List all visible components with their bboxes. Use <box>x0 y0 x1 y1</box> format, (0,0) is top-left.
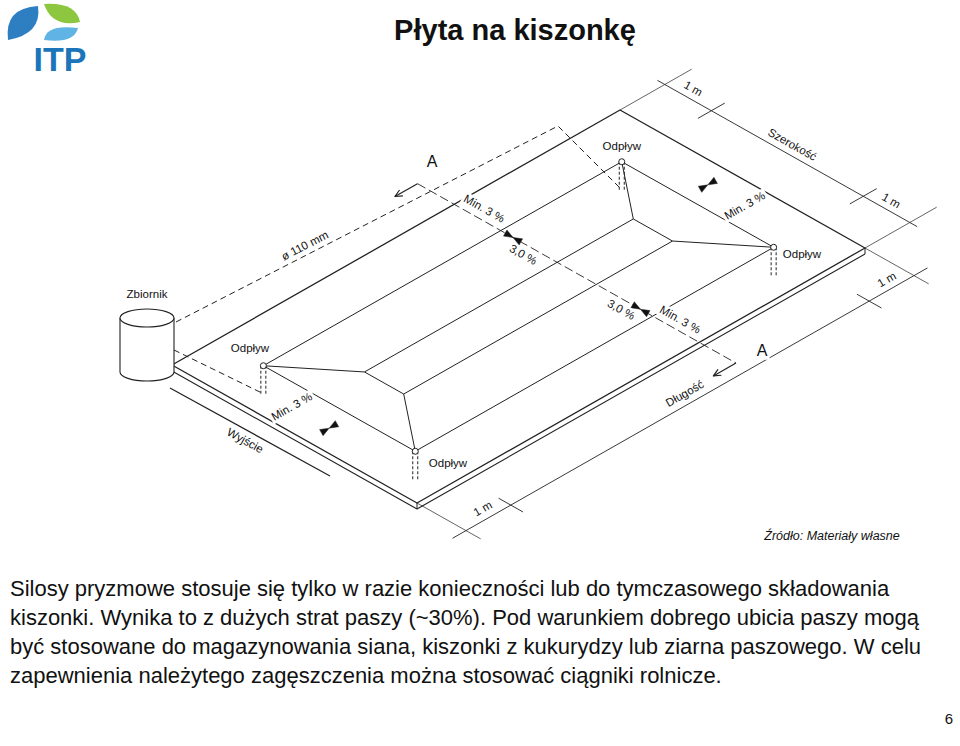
ridge-line <box>365 219 634 372</box>
logo-leaf <box>44 27 78 41</box>
dimension-tick <box>499 498 524 512</box>
section-line <box>417 184 736 363</box>
dimension-label: 1 m <box>680 77 707 100</box>
drain-pipe <box>771 247 772 275</box>
slope-label: Min. 3 % <box>268 390 317 426</box>
dimension-tick <box>698 103 725 118</box>
drain-inlet <box>412 448 418 454</box>
slope-arrow <box>503 230 513 237</box>
drain-pipe <box>265 366 266 394</box>
outlet-pipe <box>170 388 330 476</box>
section-arrow <box>395 190 403 197</box>
slope-arrow <box>640 309 650 316</box>
slab-edge <box>172 254 865 509</box>
slide-title: Płyta na kiszonkę <box>394 14 636 47</box>
drain-pipe <box>619 162 620 190</box>
dimension-label: 1 m <box>470 498 497 521</box>
logo-text: ITP <box>32 40 89 79</box>
logo-leaf <box>44 4 80 23</box>
ridge-line <box>673 241 774 247</box>
ridge-line <box>263 366 364 372</box>
source-note: Źródło: Materiały własne <box>762 529 901 543</box>
dimension-line <box>453 268 928 538</box>
drain-inlet <box>771 244 777 250</box>
pipe-label: ø 110 mm <box>278 228 333 265</box>
slope-label: 3,0 % <box>505 241 541 269</box>
drain-pipe <box>776 247 777 275</box>
drain-label: Odpływ <box>229 342 271 355</box>
drain-label: Odpływ <box>427 457 469 470</box>
ridge-line <box>365 372 404 394</box>
dimension-label: 1 m <box>873 268 900 291</box>
slope-arrow <box>698 185 708 192</box>
dimension-tick <box>850 189 877 204</box>
section-arrow <box>713 369 721 376</box>
slab-outline <box>172 110 865 503</box>
section-arrow <box>713 363 736 376</box>
drain-pipe <box>417 451 418 479</box>
slope-arrow <box>708 177 718 184</box>
extension-line <box>865 207 937 248</box>
logo-leaf <box>8 6 39 40</box>
drain-inlet <box>619 159 625 165</box>
dimension-label: 1 m <box>878 189 905 212</box>
page-number: 6 <box>943 710 955 727</box>
slope-label: 3,0 % <box>603 296 639 324</box>
drain-label: Odpływ <box>781 248 823 261</box>
section-mark: A <box>425 153 440 171</box>
drain-pipe <box>624 162 625 190</box>
ridge-line <box>404 241 673 394</box>
drain-pipe <box>412 451 413 479</box>
slab-edge <box>865 248 866 254</box>
drainage-area <box>263 162 773 452</box>
dimension-line <box>657 80 917 226</box>
section-arrow <box>395 184 418 197</box>
slope-label: Min. 3 % <box>459 192 508 227</box>
drain-label: Odpływ <box>601 140 643 153</box>
slope-arrow <box>320 428 330 435</box>
ridge-line <box>633 219 672 241</box>
tank-top <box>120 309 174 327</box>
tank-label: Zbiornik <box>125 288 170 301</box>
slab-edge <box>417 503 418 509</box>
slope-label: Min. 3 % <box>720 188 769 224</box>
drain-pipe <box>176 126 622 322</box>
body-text: Silosy pryzmowe stosuje się tylko w razi… <box>10 574 958 690</box>
dimension-tick <box>857 294 882 308</box>
slope-arrow <box>329 421 339 428</box>
ridge-line <box>404 394 416 451</box>
ridge-line <box>622 162 634 219</box>
slope-label: Min. 3 % <box>655 302 704 337</box>
drain-inlet <box>260 363 266 369</box>
drain-pipe <box>260 366 261 394</box>
section-mark: A <box>755 342 770 360</box>
